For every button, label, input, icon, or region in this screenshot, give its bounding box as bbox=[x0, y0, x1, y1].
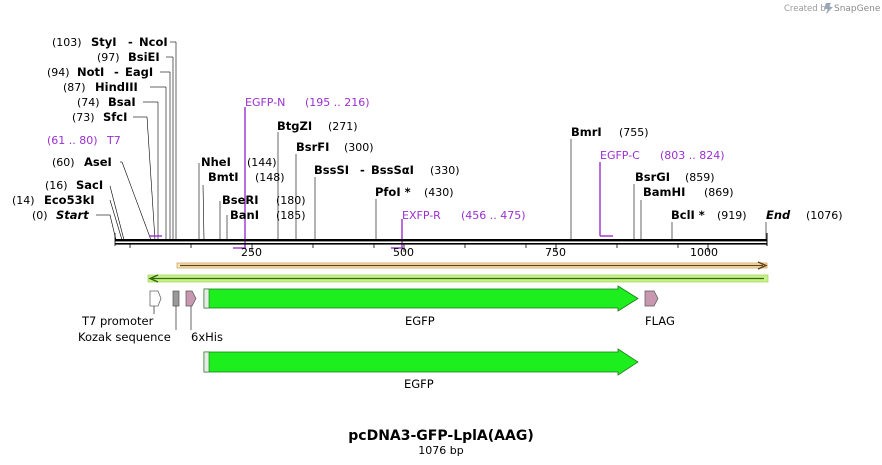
site-pos: (103) bbox=[52, 36, 82, 49]
site-name: NotI bbox=[77, 65, 104, 79]
translation-egfp bbox=[203, 348, 639, 376]
site-name: PfoI * bbox=[375, 185, 411, 199]
site-pos: (330) bbox=[430, 164, 460, 177]
site-sep: - bbox=[128, 35, 133, 49]
sequence-backbone bbox=[114, 233, 768, 246]
site-pos: (755) bbox=[619, 126, 649, 139]
site-name: BssSI bbox=[314, 163, 349, 177]
site-pos: (87) bbox=[63, 81, 86, 94]
site-pos: (869) bbox=[704, 186, 734, 199]
map-title: pcDNA3-GFP-LplA(AAG) bbox=[348, 428, 533, 444]
his-tag-arrow bbox=[185, 290, 197, 307]
feature-label: 6xHis bbox=[191, 330, 223, 344]
site-name: HindIII bbox=[95, 80, 138, 94]
primer-labels: (61 .. 80) T7 EGFP-N (195 .. 216) EXFP-R… bbox=[47, 96, 725, 222]
site-name: SacI bbox=[76, 178, 103, 192]
site-name: Start bbox=[56, 208, 89, 222]
site-pos: (180) bbox=[276, 194, 306, 207]
scale-ticks bbox=[129, 244, 709, 252]
feature-label: T7 promoter bbox=[81, 314, 154, 328]
credit-created-by: Created by bbox=[784, 4, 831, 14]
site-pos: (185) bbox=[276, 209, 306, 222]
map-length: 1076 bp bbox=[418, 444, 463, 457]
tick-label: 1000 bbox=[690, 246, 718, 259]
translation-label: EGFP bbox=[404, 377, 434, 391]
primer-range: (61 .. 80) bbox=[47, 134, 98, 147]
site-pos: (0) bbox=[32, 209, 48, 222]
primer-name: EXFP-R bbox=[402, 209, 441, 222]
site-labels: (103) StyI - NcoI (97) BsiEI (94) NotI -… bbox=[12, 35, 843, 222]
site-pos: (73) bbox=[72, 111, 95, 124]
site-pos: (1076) bbox=[806, 209, 843, 222]
primer-markers bbox=[150, 107, 613, 249]
site-name: StyI bbox=[91, 35, 117, 49]
feature-label: EGFP bbox=[405, 314, 435, 328]
site-pos: (97) bbox=[97, 51, 120, 64]
site-name: BseRI bbox=[222, 193, 259, 207]
site-pos: (144) bbox=[247, 156, 277, 169]
site-pos: (271) bbox=[328, 120, 358, 133]
site-name: BclI * bbox=[671, 208, 705, 222]
site-leader-lines bbox=[96, 41, 767, 241]
tick-label: 500 bbox=[393, 246, 414, 259]
feature-label: Kozak sequence bbox=[78, 330, 171, 344]
site-name: BsaI bbox=[108, 95, 136, 109]
primer-range: (195 .. 216) bbox=[305, 96, 370, 109]
site-sep: - bbox=[360, 163, 365, 177]
site-name: BsrGI bbox=[635, 170, 670, 184]
site-pos: (300) bbox=[344, 141, 374, 154]
site-name: NheI bbox=[201, 155, 231, 169]
egfp-feature-arrow bbox=[203, 285, 639, 312]
flag-arrow bbox=[644, 290, 659, 307]
site-pos: (919) bbox=[717, 209, 747, 222]
site-name: BanI bbox=[230, 208, 259, 222]
snapgene-logo-icon bbox=[824, 3, 833, 14]
orf-reverse bbox=[147, 274, 769, 283]
site-pos: (60) bbox=[52, 156, 75, 169]
site-sep: - bbox=[114, 65, 119, 79]
site-pos: (16) bbox=[45, 179, 68, 192]
site-name: BsiEI bbox=[128, 50, 160, 64]
scale-tick-labels: 250 500 750 1000 bbox=[241, 246, 718, 259]
site-name: SfcI bbox=[103, 110, 127, 124]
site-pos: (14) bbox=[12, 194, 35, 207]
primer-range: (456 .. 475) bbox=[461, 209, 526, 222]
site-name: AseI bbox=[84, 155, 112, 169]
site-pos: (148) bbox=[255, 171, 285, 184]
site-name: BtgZI bbox=[277, 119, 312, 133]
snapgene-credit: Created by SnapGene bbox=[784, 3, 881, 14]
site-name: Eco53kI bbox=[44, 193, 95, 207]
primer-range: (803 .. 824) bbox=[660, 149, 725, 162]
site-name: BssSαI bbox=[371, 163, 414, 177]
tick-label: 250 bbox=[241, 246, 262, 259]
site-pos: (859) bbox=[685, 171, 715, 184]
site-pos: (74) bbox=[77, 96, 100, 109]
site-name: BsrFI bbox=[296, 140, 329, 154]
credit-brand: SnapGene bbox=[834, 4, 881, 14]
site-name: BamHI bbox=[643, 185, 685, 199]
orf-forward bbox=[176, 261, 768, 270]
site-pos: (430) bbox=[424, 186, 454, 199]
feature-labels: T7 promoter Kozak sequence 6xHis EGFP FL… bbox=[78, 314, 675, 391]
primer-name: T7 bbox=[106, 134, 121, 147]
t7-promoter-arrow bbox=[149, 290, 162, 307]
site-name: End bbox=[766, 208, 791, 222]
site-name: BmtI bbox=[208, 170, 239, 184]
kozak-box bbox=[172, 290, 180, 307]
feature-label: FLAG bbox=[645, 314, 675, 328]
site-name: BmrI bbox=[571, 125, 602, 139]
primer-name: EGFP-N bbox=[245, 96, 285, 109]
feature-shapes bbox=[149, 285, 659, 330]
site-pos: (94) bbox=[47, 66, 70, 79]
site-name: EagI bbox=[125, 65, 153, 79]
site-name: NcoI bbox=[139, 35, 168, 49]
primer-name: EGFP-C bbox=[600, 149, 640, 162]
tick-label: 750 bbox=[545, 246, 566, 259]
